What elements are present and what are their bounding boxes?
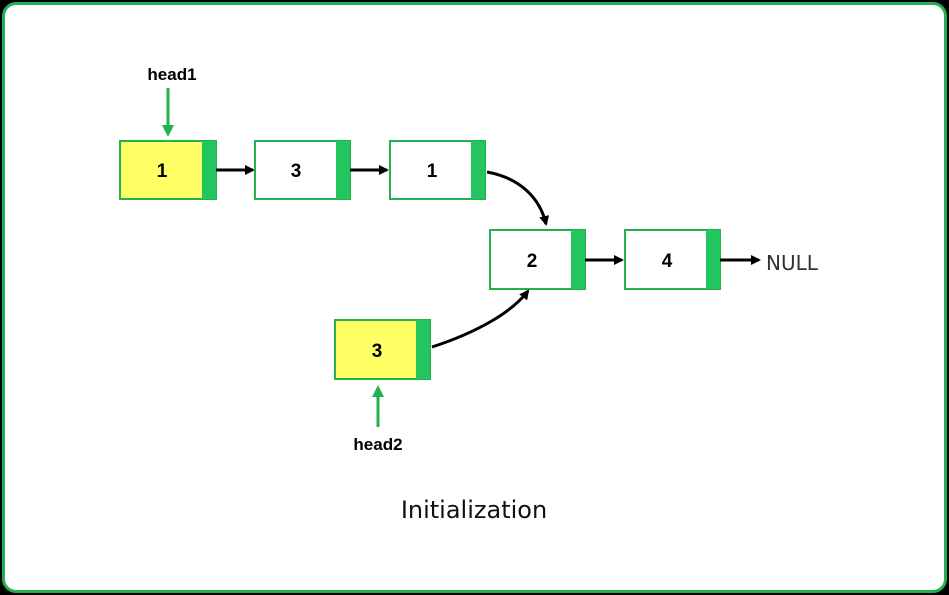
shared-node-1: 2	[489, 229, 586, 290]
list2-node-1-value: 3	[372, 341, 383, 362]
diagram-caption: Initialization	[401, 496, 547, 524]
list2-node-1: 3	[334, 319, 431, 380]
list1-node-1-value: 1	[157, 161, 168, 182]
list1-node-3-value: 1	[427, 161, 438, 182]
merge-arrow-list1	[486, 170, 550, 226]
list1-node-2: 3	[254, 140, 351, 200]
shared-node-1-value: 2	[527, 251, 538, 272]
head2-label: head2	[353, 435, 402, 454]
list1-node-3: 1	[389, 140, 486, 200]
shared-node-2-value: 4	[662, 251, 673, 272]
merge-arrow-list2	[431, 289, 530, 349]
list1-node-1: 1	[119, 140, 217, 200]
shared-node-2: 4	[624, 229, 721, 290]
list1-node-2-value: 3	[291, 161, 302, 182]
head1-label: head1	[147, 65, 196, 84]
null-terminator: NULL	[766, 251, 819, 275]
